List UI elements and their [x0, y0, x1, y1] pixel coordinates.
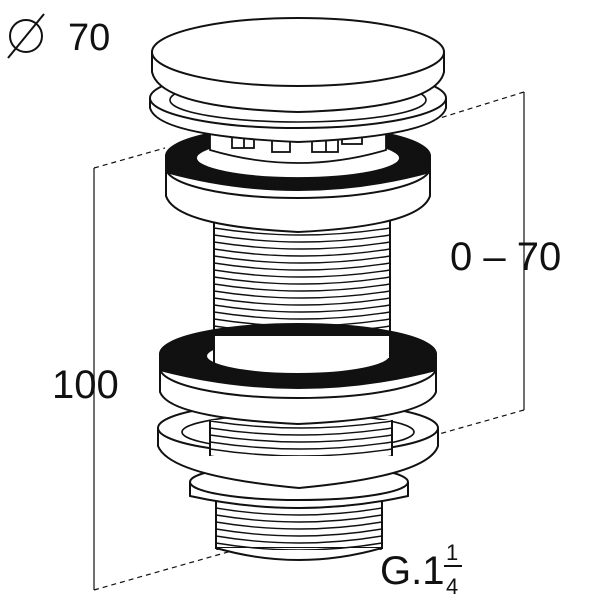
adjust-range-label: 0 – 70 — [450, 235, 561, 279]
thread-line — [214, 283, 390, 292]
lower-gasket — [159, 323, 437, 389]
thread-line — [214, 290, 390, 299]
thread-line — [214, 297, 390, 306]
thread-line — [214, 227, 390, 236]
thread-line — [215, 507, 383, 516]
diameter-symbol — [9, 19, 43, 53]
height-bottom-extension — [93, 549, 236, 591]
thread-line — [215, 514, 383, 523]
height-total-label: 100 — [52, 363, 119, 407]
height-top-extension — [93, 147, 166, 169]
drain-cap — [151, 17, 445, 114]
range-bottom-extension — [431, 409, 525, 437]
dimension-lines — [93, 91, 525, 591]
thread-line — [214, 311, 390, 320]
thread-fraction-denominator: 4 — [446, 574, 458, 599]
thread-line — [210, 448, 392, 456]
thread-line — [214, 262, 390, 271]
thread-line — [210, 434, 392, 443]
thread-line — [215, 535, 383, 544]
thread-line — [215, 542, 383, 550]
thread-line — [214, 276, 390, 285]
thread-line — [214, 241, 390, 250]
thread-line — [214, 269, 390, 278]
thread-line — [214, 255, 390, 264]
thread-line — [214, 234, 390, 243]
thread-prefix: G.1 — [380, 549, 444, 593]
thread-fraction-numerator: 1 — [446, 540, 458, 565]
thread-line — [210, 441, 392, 450]
thread-line — [210, 427, 392, 436]
thread-line — [210, 420, 392, 429]
diameter-value: 70 — [68, 17, 110, 59]
diameter-label: 70 — [7, 13, 110, 59]
lower-threads — [209, 418, 393, 458]
thread-label: G.1 1 4 — [380, 540, 462, 599]
thread-line — [215, 528, 383, 537]
thread-line — [214, 248, 390, 257]
thread-line — [215, 521, 383, 530]
thread-line — [214, 304, 390, 313]
range-top-extension — [439, 91, 525, 119]
